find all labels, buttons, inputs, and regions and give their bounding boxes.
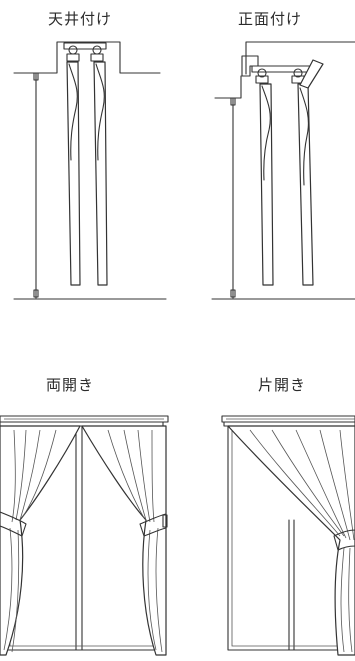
double-tieback-right: [139, 513, 167, 537]
ceiling-mount-diagram: [13, 41, 167, 300]
double-window-mullion: [75, 425, 83, 651]
double-tieback-left: [0, 511, 27, 537]
front-mount-diagram: [211, 41, 355, 300]
double-curtain-left: [0, 425, 81, 656]
single-open-diagram: [221, 415, 355, 656]
label-single-open: 片開き: [257, 376, 307, 394]
front-bracket: [241, 55, 259, 77]
ceiling-line: [13, 41, 161, 74]
ceiling-strip-right: [93, 61, 108, 286]
single-window-mullion: [288, 519, 295, 651]
double-open-diagram: [0, 415, 169, 656]
front-strip-left: [259, 83, 274, 286]
single-curtain: [227, 425, 355, 656]
guide-top-marker: [33, 72, 39, 81]
double-tieback-hook: [162, 514, 168, 528]
wall-line: [214, 41, 355, 99]
double-curtain-right: [81, 425, 167, 656]
label-ceiling-mount: 天井付け: [47, 10, 113, 28]
front-strip-fold: [299, 59, 324, 89]
single-tieback: [333, 529, 355, 551]
ceiling-strip-left: [66, 61, 81, 286]
guide-bottom-marker: [33, 289, 39, 298]
front-strip-right: [297, 83, 314, 286]
label-double-open: 両開き: [45, 376, 95, 394]
single-window-frame: [227, 425, 355, 651]
label-front-mount: 正面付け: [237, 10, 303, 28]
